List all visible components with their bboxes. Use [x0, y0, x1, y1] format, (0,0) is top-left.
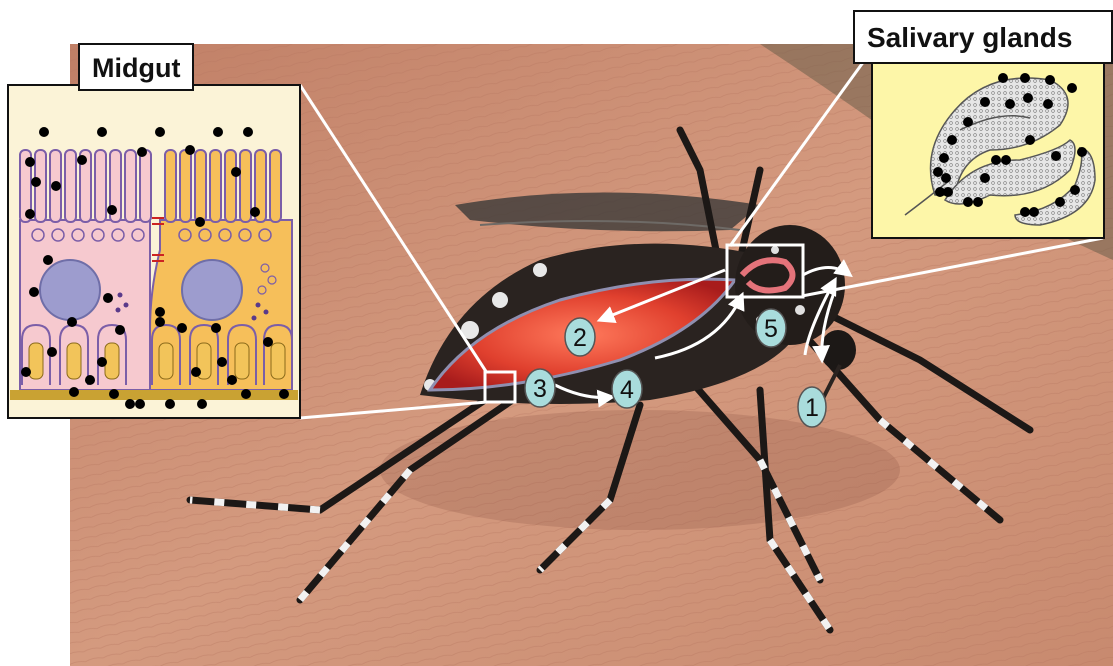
head	[820, 330, 856, 370]
nucleus-right	[182, 260, 242, 320]
basal-lamina	[10, 390, 298, 400]
step-3: 3	[525, 369, 555, 407]
midgut-inset	[8, 85, 300, 418]
step-1-number: 1	[805, 394, 819, 422]
nucleus-left	[40, 260, 100, 320]
step-2: 2	[565, 318, 595, 356]
step-2-number: 2	[573, 324, 587, 352]
midgut-cell-left	[20, 150, 151, 390]
step-4-number: 4	[620, 376, 634, 404]
step-3-number: 3	[533, 375, 547, 403]
step-5: 5	[756, 309, 786, 347]
salivary-glands-label: Salivary glands	[853, 10, 1113, 64]
step-4: 4	[612, 370, 642, 408]
midgut-label: Midgut	[78, 43, 194, 91]
salivary-inset	[872, 52, 1104, 238]
step-1: 1	[798, 387, 826, 427]
step-5-number: 5	[764, 315, 778, 343]
